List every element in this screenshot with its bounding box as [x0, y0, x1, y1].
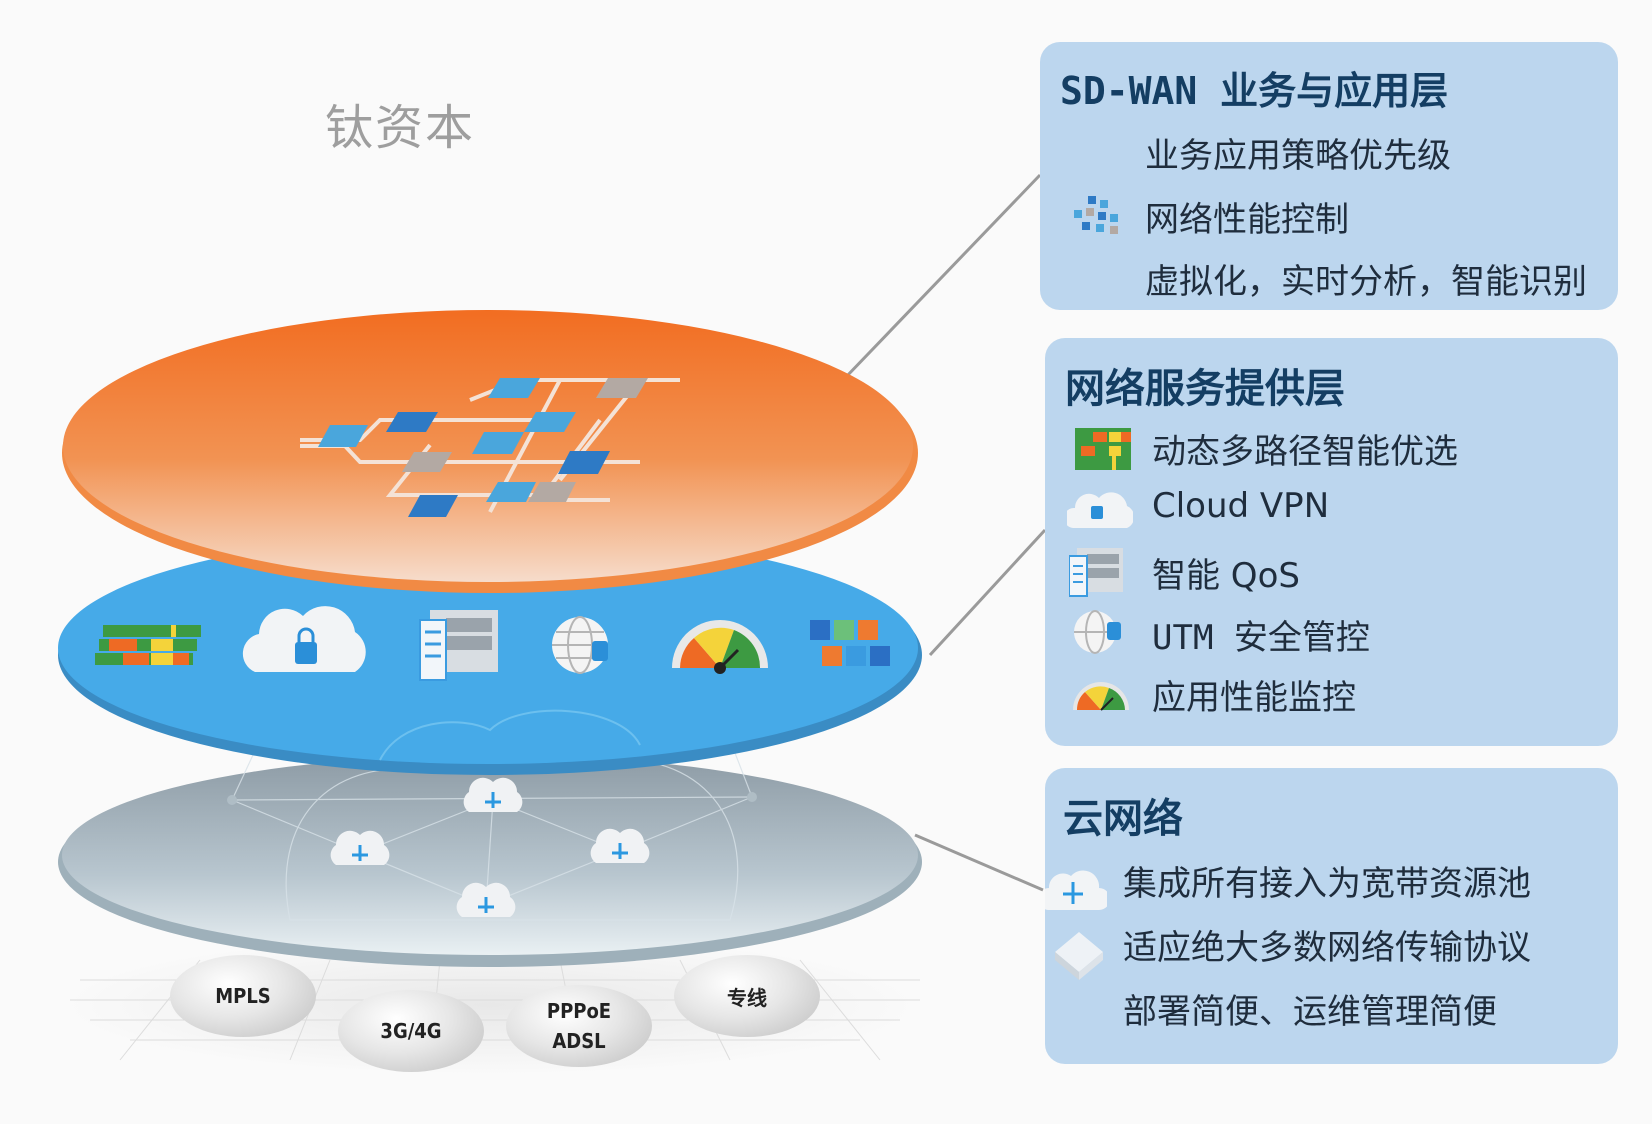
- access-type-label: MPLS: [215, 984, 271, 1008]
- cloud-lock-icon: [1067, 492, 1133, 528]
- app-layer-title: SD-WAN 业务与应用层: [1060, 69, 1449, 113]
- service-layer-item: 动态多路径智能优选: [1152, 432, 1458, 472]
- gauge-icon: [1073, 682, 1129, 711]
- device-box-icon: [1055, 932, 1103, 980]
- network-tiles-icon: [1074, 196, 1118, 234]
- connector-line-service: [928, 528, 1047, 657]
- app-tiles-icon: [810, 620, 890, 666]
- access-type-pppoe-adsl: PPPoE ADSL: [506, 985, 652, 1067]
- connector-line-cloud: [914, 833, 1044, 892]
- cloud-layer-item: 适应绝大多数网络传输协议: [1123, 928, 1531, 968]
- access-type-label: 3G/4G: [380, 1019, 442, 1043]
- cloud-router-nodes: [330, 777, 650, 917]
- cloud-layer-item: 部署简便、运维管理简便: [1123, 992, 1497, 1032]
- cloud-layer-item: 集成所有接入为宽带资源池: [1123, 864, 1531, 904]
- service-layer-item: Cloud VPN: [1152, 486, 1330, 526]
- cloud-router-icon: [590, 828, 650, 863]
- cloud-lock-icon: [242, 606, 366, 672]
- service-layer-panel: 网络服务提供层 动态多路径智能优选 Cloud VPN 智能 QoS UTM 安…: [1045, 338, 1618, 746]
- cloud-outline: [379, 709, 641, 761]
- cloud-router-icon: [1045, 870, 1107, 910]
- cloud-layer-panel: 云网络 集成所有接入为宽带资源池 适应绝大多数网络传输协议 部署简便、运维管理简…: [1045, 768, 1618, 1064]
- gauge-icon: [672, 620, 768, 674]
- cloud-layer-title: 云网络: [1063, 796, 1183, 842]
- multipath-bars-icon: [95, 625, 201, 665]
- app-layer-item: 网络性能控制: [1145, 200, 1349, 240]
- access-type-label: PPPoE ADSL: [546, 999, 612, 1053]
- access-type-leased-line: 专线: [674, 955, 820, 1037]
- app-layer-item: 业务应用策略优先级: [1145, 136, 1451, 176]
- service-layer-item: 智能 QoS: [1152, 556, 1300, 596]
- cloud-router-icon: [456, 882, 516, 917]
- service-layer-item: UTM 安全管控: [1152, 618, 1370, 658]
- access-type-label: 专线: [727, 985, 767, 1010]
- access-type-3g4g: 3G/4G: [338, 990, 484, 1072]
- app-layer-item: 虚拟化，实时分析，智能识别: [1145, 262, 1587, 302]
- service-layer-title: 网络服务提供层: [1065, 366, 1345, 412]
- cloud-layer-disc: [62, 755, 918, 955]
- connector-line-app: [843, 173, 1042, 380]
- cloud-router-icon: [330, 830, 390, 865]
- globe-lock-icon: [1074, 610, 1121, 654]
- app-layer-panel: SD-WAN 业务与应用层 业务应用策略优先级 网络性能控制 虚拟化，实时分析，…: [1040, 42, 1618, 310]
- globe-lock-icon: [552, 616, 608, 674]
- access-type-mpls: MPLS: [170, 955, 316, 1037]
- network-flow-graphic: [300, 378, 680, 517]
- multipath-bars-icon: [1075, 428, 1131, 470]
- service-icons-row: [95, 606, 890, 681]
- cloud-router-icon: [463, 777, 523, 812]
- qos-checklist-icon: [1069, 548, 1123, 597]
- service-layer-item: 应用性能监控: [1152, 678, 1356, 718]
- watermark: 钛资本: [325, 100, 476, 156]
- qos-checklist-icon: [419, 610, 498, 681]
